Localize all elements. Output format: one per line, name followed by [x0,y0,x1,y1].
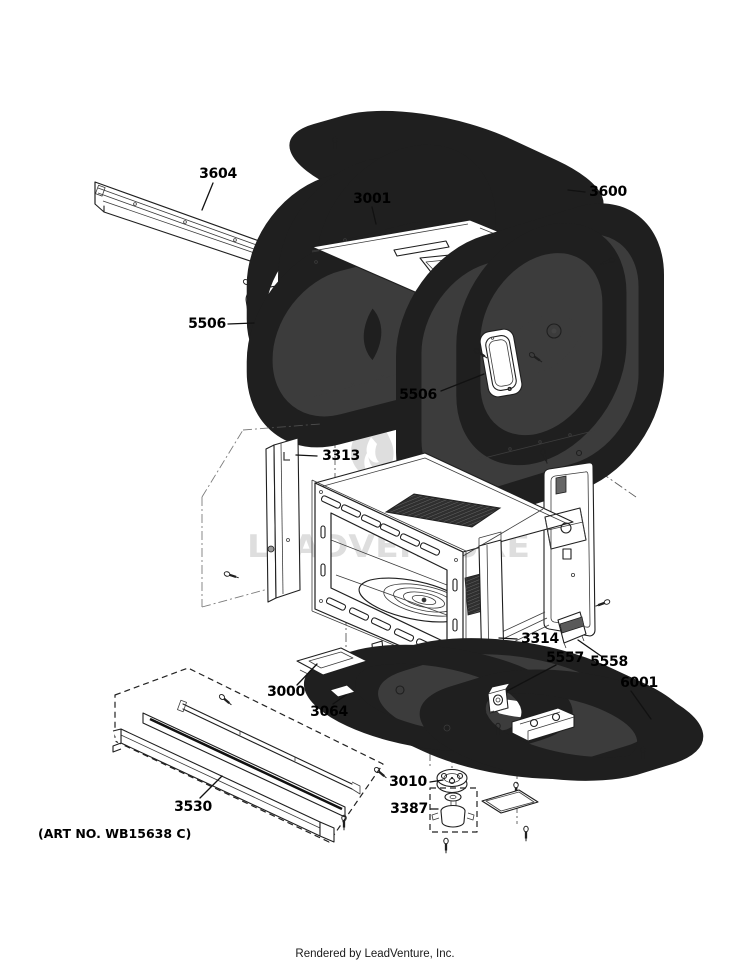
screw-icon [593,597,612,610]
art-number-text: (ART NO. WB15638 C) [38,826,192,841]
part-3064-pad [329,684,356,698]
bottom-cover-plate [481,789,539,814]
part-3387-motor [429,787,478,833]
part-5506-right-cover [479,328,523,398]
part-3010-coupler [436,768,468,794]
part-label-3064: 3064 [310,704,348,720]
part-3530-vent-grille [112,667,384,843]
part-label-3604: 3604 [199,166,237,182]
leader-lines [199,182,652,810]
part-label-5558: 5558 [590,654,628,670]
screw-icon [522,825,530,843]
part-label-3000: 3000 [267,684,305,700]
screw-icon [372,765,389,781]
part-5557-bracket [485,682,511,714]
part-label-5506-right: 5506 [399,387,437,403]
part-6001-base-plate [303,638,704,781]
part-5558-clip [557,611,587,649]
part-label-6001: 6001 [620,675,658,691]
part-label-3313: 3313 [322,448,360,464]
screw-icon [442,837,450,855]
part-label-3314: 3314 [521,631,559,647]
part-label-3001: 3001 [353,191,391,207]
part-label-5557: 5557 [546,650,584,666]
part-3001-case-wrapper [246,144,664,524]
part-3000-panel [296,647,368,676]
part-label-3010: 3010 [389,774,427,790]
part-label-3387: 3387 [390,801,428,817]
part-label-3600: 3600 [589,184,627,200]
part-label-5506-left: 5506 [188,316,226,332]
screw-icon [217,692,234,708]
part-3313-bracket [201,423,321,608]
screw-icon [222,569,241,582]
part-label-3530: 3530 [174,799,212,815]
footer-credit-text: Rendered by LeadVenture, Inc. [295,948,455,960]
